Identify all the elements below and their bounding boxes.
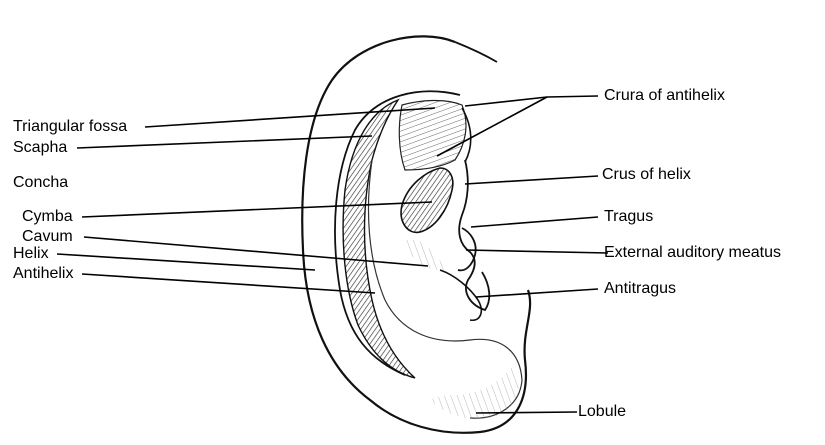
tragus-outline [457, 227, 477, 272]
label-cavum: Cavum [22, 228, 73, 245]
label-concha: Concha [13, 174, 69, 191]
label-helix: Helix [13, 245, 49, 262]
leader-cymba [81, 201, 433, 218]
antitragus-outline [439, 269, 482, 322]
label-antihelix: Antihelix [13, 265, 74, 282]
label-crura-of-antihelix: Crura of antihelix [604, 87, 725, 104]
triangular-fossa-shading [398, 99, 467, 171]
crus-of-helix-outline [461, 107, 472, 163]
helix-top-edge [454, 41, 498, 63]
cymba-shading [400, 167, 454, 234]
leader-tragus [470, 216, 599, 228]
label-cymba: Cymba [22, 208, 73, 225]
concha-shading [405, 240, 445, 271]
leader-scapha [76, 135, 373, 149]
lobule-shading [430, 362, 519, 420]
label-triangular-fossa: Triangular fossa [13, 118, 128, 135]
leader-helix [56, 253, 316, 271]
label-scapha: Scapha [13, 139, 68, 156]
label-antitragus: Antitragus [604, 280, 677, 297]
leader-crus-of-helix [464, 175, 599, 185]
leader-external-auditory-meatus [465, 249, 609, 254]
concha-outline [458, 159, 491, 312]
antihelix-body [367, 159, 523, 419]
label-external-auditory-meatus: External auditory meatus [604, 244, 781, 261]
helix-outline [301, 35, 532, 434]
leader-antitragus [475, 288, 599, 298]
leader-antihelix [81, 273, 376, 294]
leader-lobule [475, 411, 578, 414]
leader-crura-3 [436, 96, 548, 157]
leader-cavum [83, 236, 429, 267]
leader-crura-1 [546, 95, 599, 98]
helix-inner-fold [334, 90, 461, 376]
label-crus-of-helix: Crus of helix [602, 166, 691, 183]
leader-crura-2 [464, 96, 548, 107]
leader-lines [56, 95, 609, 414]
label-tragus: Tragus [604, 208, 654, 225]
leader-triangular-fossa [144, 107, 436, 128]
label-lobule: Lobule [578, 403, 627, 420]
